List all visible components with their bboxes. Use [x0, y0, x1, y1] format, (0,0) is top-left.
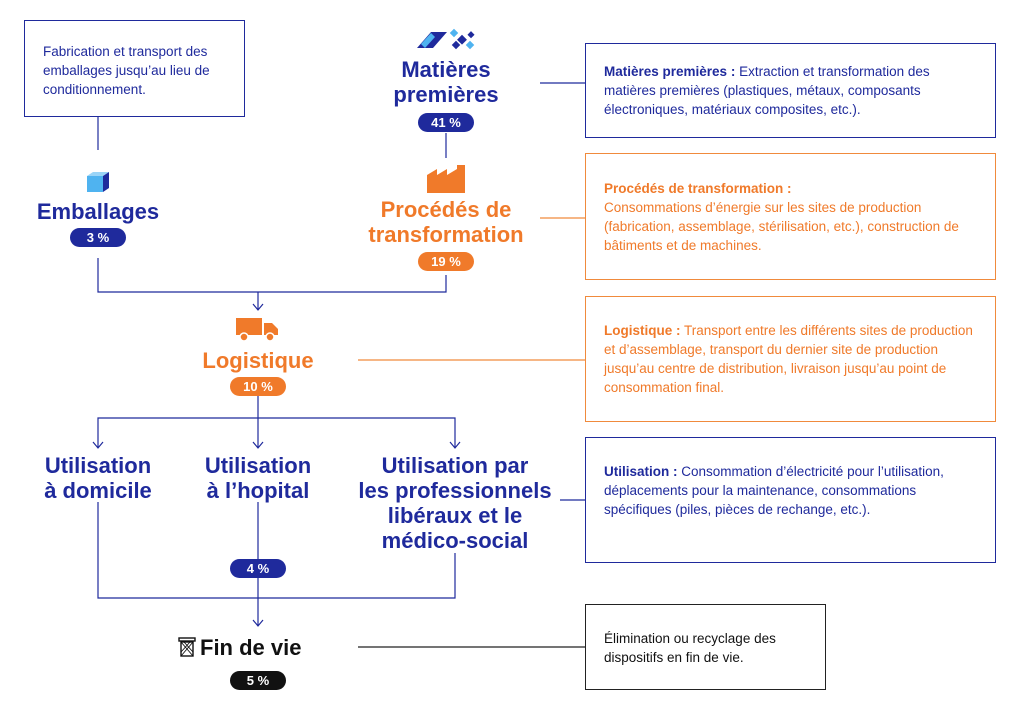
packaging-percent-badge: 3 % [70, 228, 126, 247]
use-description-box: Utilisation : Consommation d’électricité… [585, 437, 996, 563]
factory-icon [427, 165, 465, 193]
use-percent-badge: 4 % [230, 559, 286, 578]
logistics-label: Logistique [202, 348, 314, 373]
box-icon [87, 172, 109, 192]
materials-description-box: Matières premières : Extraction et trans… [585, 43, 996, 138]
use-description-text: Consommation d’électricité pour l’utilis… [604, 464, 944, 517]
use-description-title: Utilisation : [604, 464, 678, 479]
materials-label: Matières premières [393, 57, 499, 107]
logistics-description-box: Logistique : Transport entre les différe… [585, 296, 996, 422]
raw-materials-icon [417, 28, 475, 50]
processing-description-title: Procédés de transformation : [604, 181, 792, 196]
packaging-label: Emballages [36, 199, 160, 224]
materials-description-text: Extraction et transformation des matière… [604, 64, 930, 117]
logistics-percent-badge: 10 % [230, 377, 286, 396]
packaging-note-box: Fabrication et transport des emballages … [24, 20, 245, 117]
truck-icon [236, 318, 278, 342]
processing-description-text: Consommations d’énergie sur les sites de… [604, 200, 959, 253]
use-home-label: Utilisation à domicile [44, 453, 152, 503]
processing-percent-badge: 19 % [418, 252, 474, 271]
packaging-note-text: Fabrication et transport des emballages … [43, 44, 210, 97]
end-of-life-description-text: Élimination ou recyclage des dispositifs… [604, 631, 776, 665]
end-of-life-percent-badge: 5 % [230, 671, 286, 690]
end-of-life-description-box: Élimination ou recyclage des dispositifs… [585, 604, 826, 690]
materials-percent-badge: 41 % [418, 113, 474, 132]
trash-icon [178, 637, 196, 657]
processing-label: Procédés de transformation [368, 197, 524, 247]
logistics-description-text: Transport entre les différents sites de … [604, 323, 973, 395]
use-professional-label: Utilisation par les professionnels libér… [358, 453, 552, 553]
logistics-description-title: Logistique : [604, 323, 681, 338]
end-of-life-label: Fin de vie [200, 635, 302, 660]
materials-description-title: Matières premières : [604, 64, 736, 79]
processing-description-box: Procédés de transformation : Consommatio… [585, 153, 996, 280]
use-hospital-label: Utilisation à l’hopital [204, 453, 312, 503]
